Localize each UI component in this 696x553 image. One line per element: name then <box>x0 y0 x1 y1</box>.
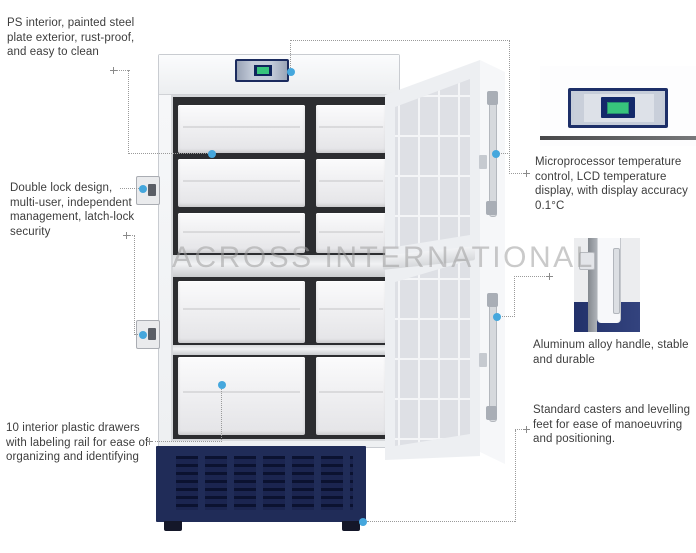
leveling-foot <box>342 521 360 531</box>
drawer <box>178 159 305 207</box>
lower-door <box>378 238 508 473</box>
shelf-divider <box>173 345 387 355</box>
panel-closeup-face <box>574 94 662 122</box>
cabinet-top-band <box>159 55 399 95</box>
drawer <box>178 281 305 343</box>
leader-anchor <box>523 426 530 433</box>
leader-segment <box>221 389 222 442</box>
leader-segment <box>129 235 135 236</box>
callout-double-lock: Double lock design, multi-user, independ… <box>10 182 135 239</box>
callout-handle: Aluminum alloy handle, stable and durabl… <box>533 339 689 366</box>
handle-closeup-photo <box>574 238 640 332</box>
leader-segment <box>128 153 208 154</box>
callout-dot-control-panel <box>287 68 295 76</box>
watermark: ACROSS INTERNATIONAL <box>172 241 595 274</box>
leader-segment <box>128 70 129 154</box>
leveling-foot <box>164 521 182 531</box>
panel-closeup-cabinet-line <box>540 136 696 140</box>
leader-segment <box>116 70 130 71</box>
freezer-base <box>156 446 366 522</box>
panel-closeup-lcd <box>601 97 635 118</box>
drawer <box>316 213 386 253</box>
drawer <box>316 159 386 207</box>
leader-anchor <box>546 273 553 280</box>
leader-segment <box>290 40 510 41</box>
callout-dot-drawer-upper <box>208 150 216 158</box>
leader-anchor <box>110 67 117 74</box>
leader-segment <box>514 276 515 317</box>
drawer <box>316 357 386 435</box>
drawer <box>316 105 386 153</box>
leader-anchor <box>523 170 530 177</box>
drawer <box>178 105 305 153</box>
drawer <box>178 357 305 435</box>
compartment-divider <box>173 255 387 277</box>
leader-segment <box>367 521 515 522</box>
leader-segment <box>515 430 516 522</box>
callout-dot-caster <box>359 518 367 526</box>
door-latch <box>479 353 487 367</box>
panel-closeup-readout <box>607 102 629 114</box>
control-panel <box>235 59 289 82</box>
handle-bracket <box>487 293 498 307</box>
drawer <box>316 281 386 343</box>
leader-segment <box>509 40 510 174</box>
panel-closeup-photo <box>540 66 696 146</box>
leader-segment <box>155 441 222 442</box>
callout-dot-handle-lower <box>493 313 501 321</box>
lcd-display <box>254 65 272 76</box>
leader-segment <box>509 173 524 174</box>
vent-grille <box>169 456 353 510</box>
handle-bracket <box>486 201 497 215</box>
upper-door-foam-grid <box>395 79 470 247</box>
leader-anchor <box>146 438 153 445</box>
handle-closeup-door-gap <box>588 238 597 332</box>
freezer-cabinet <box>158 54 400 448</box>
leader-segment <box>514 276 547 277</box>
drawer <box>178 213 305 253</box>
handle-bracket <box>486 406 497 420</box>
callout-dot-lock-lower <box>139 331 147 339</box>
callout-dot-handle-upper <box>492 150 500 158</box>
cabinet-interior <box>171 95 389 441</box>
handle-closeup-latch <box>579 252 595 270</box>
leader-segment <box>515 429 524 430</box>
control-panel-face <box>237 61 287 80</box>
leader-segment <box>499 153 510 154</box>
lower-door-foam-grid <box>395 260 470 446</box>
handle-closeup-handle-bar <box>613 248 620 314</box>
lcd-readout <box>257 67 269 74</box>
leader-segment <box>120 188 139 189</box>
lock-keyhole <box>148 328 156 340</box>
leader-segment <box>500 316 515 317</box>
callout-casters: Standard casters and levelling feet for … <box>533 404 691 446</box>
callout-microprocessor: Microprocessor temperature control, LCD … <box>535 156 688 213</box>
leader-anchor <box>123 232 130 239</box>
lock-keyhole <box>148 184 156 196</box>
callout-ps-interior: PS interior, painted steel plate exterio… <box>7 17 135 59</box>
leader-segment <box>134 334 140 335</box>
leader-segment <box>290 43 291 68</box>
callout-dot-lock-upper <box>139 185 147 193</box>
upper-door <box>378 55 508 267</box>
handle-bracket <box>487 91 498 105</box>
door-latch <box>479 155 487 169</box>
callout-drawers: 10 interior plastic drawers with labelin… <box>6 422 149 464</box>
panel-closeup-bezel <box>568 88 668 128</box>
callout-dot-drawer-lower <box>218 381 226 389</box>
leader-segment <box>134 235 135 335</box>
